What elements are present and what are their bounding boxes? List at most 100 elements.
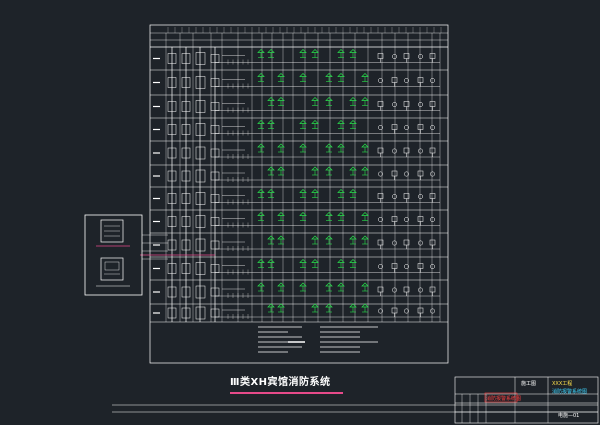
smoke-detector-icon	[257, 212, 265, 216]
module-box	[181, 239, 191, 251]
manual-call-point-icon	[404, 217, 409, 222]
smoke-detector-icon	[257, 189, 265, 193]
manual-call-point-icon	[418, 148, 423, 154]
alarm-device-icon	[403, 101, 410, 107]
alarm-device-icon	[377, 286, 384, 293]
manual-call-point-icon	[378, 264, 383, 269]
module-box	[181, 193, 191, 204]
alarm-device-icon	[417, 170, 424, 177]
smoke-detector-icon	[311, 235, 319, 240]
manual-call-point-icon	[392, 54, 397, 59]
junction-box	[167, 77, 177, 88]
module-box	[195, 192, 206, 205]
manual-call-point-icon	[430, 125, 435, 130]
manual-call-point-icon	[430, 217, 435, 222]
smoke-detector-icon	[325, 303, 333, 308]
module-box	[195, 76, 206, 89]
smoke-detector-icon	[361, 235, 369, 240]
module-box	[195, 100, 206, 113]
smoke-detector-icon	[267, 189, 275, 193]
controller-screen	[104, 261, 120, 271]
smoke-detector-icon	[257, 282, 265, 287]
manual-call-point-icon	[404, 125, 409, 130]
manual-call-point-icon	[392, 102, 397, 107]
smoke-detector-icon	[325, 73, 333, 77]
junction-box	[167, 124, 177, 135]
smoke-detector-icon	[311, 49, 319, 53]
manual-call-point-icon	[392, 148, 397, 154]
smoke-detector-icon	[267, 235, 275, 240]
smoke-detector-icon	[257, 49, 265, 53]
module-box	[181, 286, 191, 298]
smoke-detector-icon	[257, 143, 265, 148]
module-box	[195, 262, 206, 275]
smoke-detector-icon	[325, 282, 333, 287]
alarm-device-icon	[429, 101, 436, 107]
alarm-device-icon	[429, 239, 436, 246]
smoke-detector-icon	[311, 189, 319, 193]
smoke-detector-icon	[325, 143, 333, 148]
smoke-detector-icon	[267, 120, 275, 124]
manual-call-point-icon	[404, 308, 409, 314]
alarm-device-icon	[417, 263, 424, 269]
junction-box	[167, 307, 177, 319]
control-panel-block	[84, 214, 168, 296]
fire-alarm-controller-icon	[100, 219, 124, 243]
manual-call-point-icon	[404, 78, 409, 83]
alarm-device-icon	[417, 307, 424, 314]
alarm-device-icon	[391, 307, 398, 314]
manual-call-point-icon	[430, 264, 435, 269]
manual-call-point-icon	[378, 308, 383, 314]
title-block-outline	[454, 376, 599, 424]
alarm-device-icon	[377, 239, 384, 246]
manual-call-point-icon	[392, 287, 397, 293]
alarm-device-icon	[429, 53, 436, 59]
smoke-detector-icon	[361, 212, 369, 216]
module-box	[195, 123, 206, 136]
module-box	[181, 307, 191, 319]
alarm-device-icon	[429, 286, 436, 293]
alarm-device-icon	[417, 216, 424, 222]
drawing-title-underline	[230, 392, 343, 394]
smoke-detector-icon	[267, 166, 275, 171]
alarm-device-icon	[377, 53, 384, 59]
module-box	[195, 285, 206, 299]
manual-call-point-icon	[392, 240, 397, 246]
title-block	[454, 376, 599, 424]
alarm-device-icon	[391, 77, 398, 83]
smoke-detector-icon	[361, 282, 369, 287]
alarm-device-icon	[391, 170, 398, 177]
module-box	[181, 101, 191, 112]
smoke-detector-icon	[361, 166, 369, 171]
smoke-detector-icon	[257, 73, 265, 77]
title-block-drawing-name: 消防报警系统图	[486, 396, 522, 402]
alarm-device-icon	[377, 193, 384, 199]
drawing-title: Ⅲ类XH宾馆消防系统	[230, 377, 331, 388]
smoke-detector-icon	[311, 259, 319, 263]
manual-call-point-icon	[404, 264, 409, 269]
alarm-device-icon	[391, 216, 398, 222]
alarm-device-icon	[377, 101, 384, 107]
manual-call-point-icon	[378, 125, 383, 130]
smoke-detector-icon	[325, 166, 333, 171]
smoke-detector-icon	[257, 259, 265, 263]
device-symbols	[140, 47, 440, 322]
junction-box	[167, 263, 177, 274]
manual-call-point-icon	[430, 308, 435, 314]
module-box	[195, 146, 206, 160]
smoke-detector-icon	[267, 303, 275, 308]
alarm-device-icon	[403, 53, 410, 59]
alarm-device-icon	[429, 147, 436, 154]
alarm-device-icon	[403, 239, 410, 246]
title-block-sheet: 消防报警系统图	[552, 389, 588, 395]
alarm-device-icon	[417, 124, 424, 130]
smoke-detector-icon	[325, 212, 333, 216]
junction-box	[167, 101, 177, 112]
smoke-detector-icon	[267, 259, 275, 263]
manual-call-point-icon	[418, 240, 423, 246]
smoke-detector-icon	[325, 235, 333, 240]
smoke-detector-icon	[361, 73, 369, 77]
module-box	[195, 52, 206, 65]
alarm-device-icon	[403, 286, 410, 293]
